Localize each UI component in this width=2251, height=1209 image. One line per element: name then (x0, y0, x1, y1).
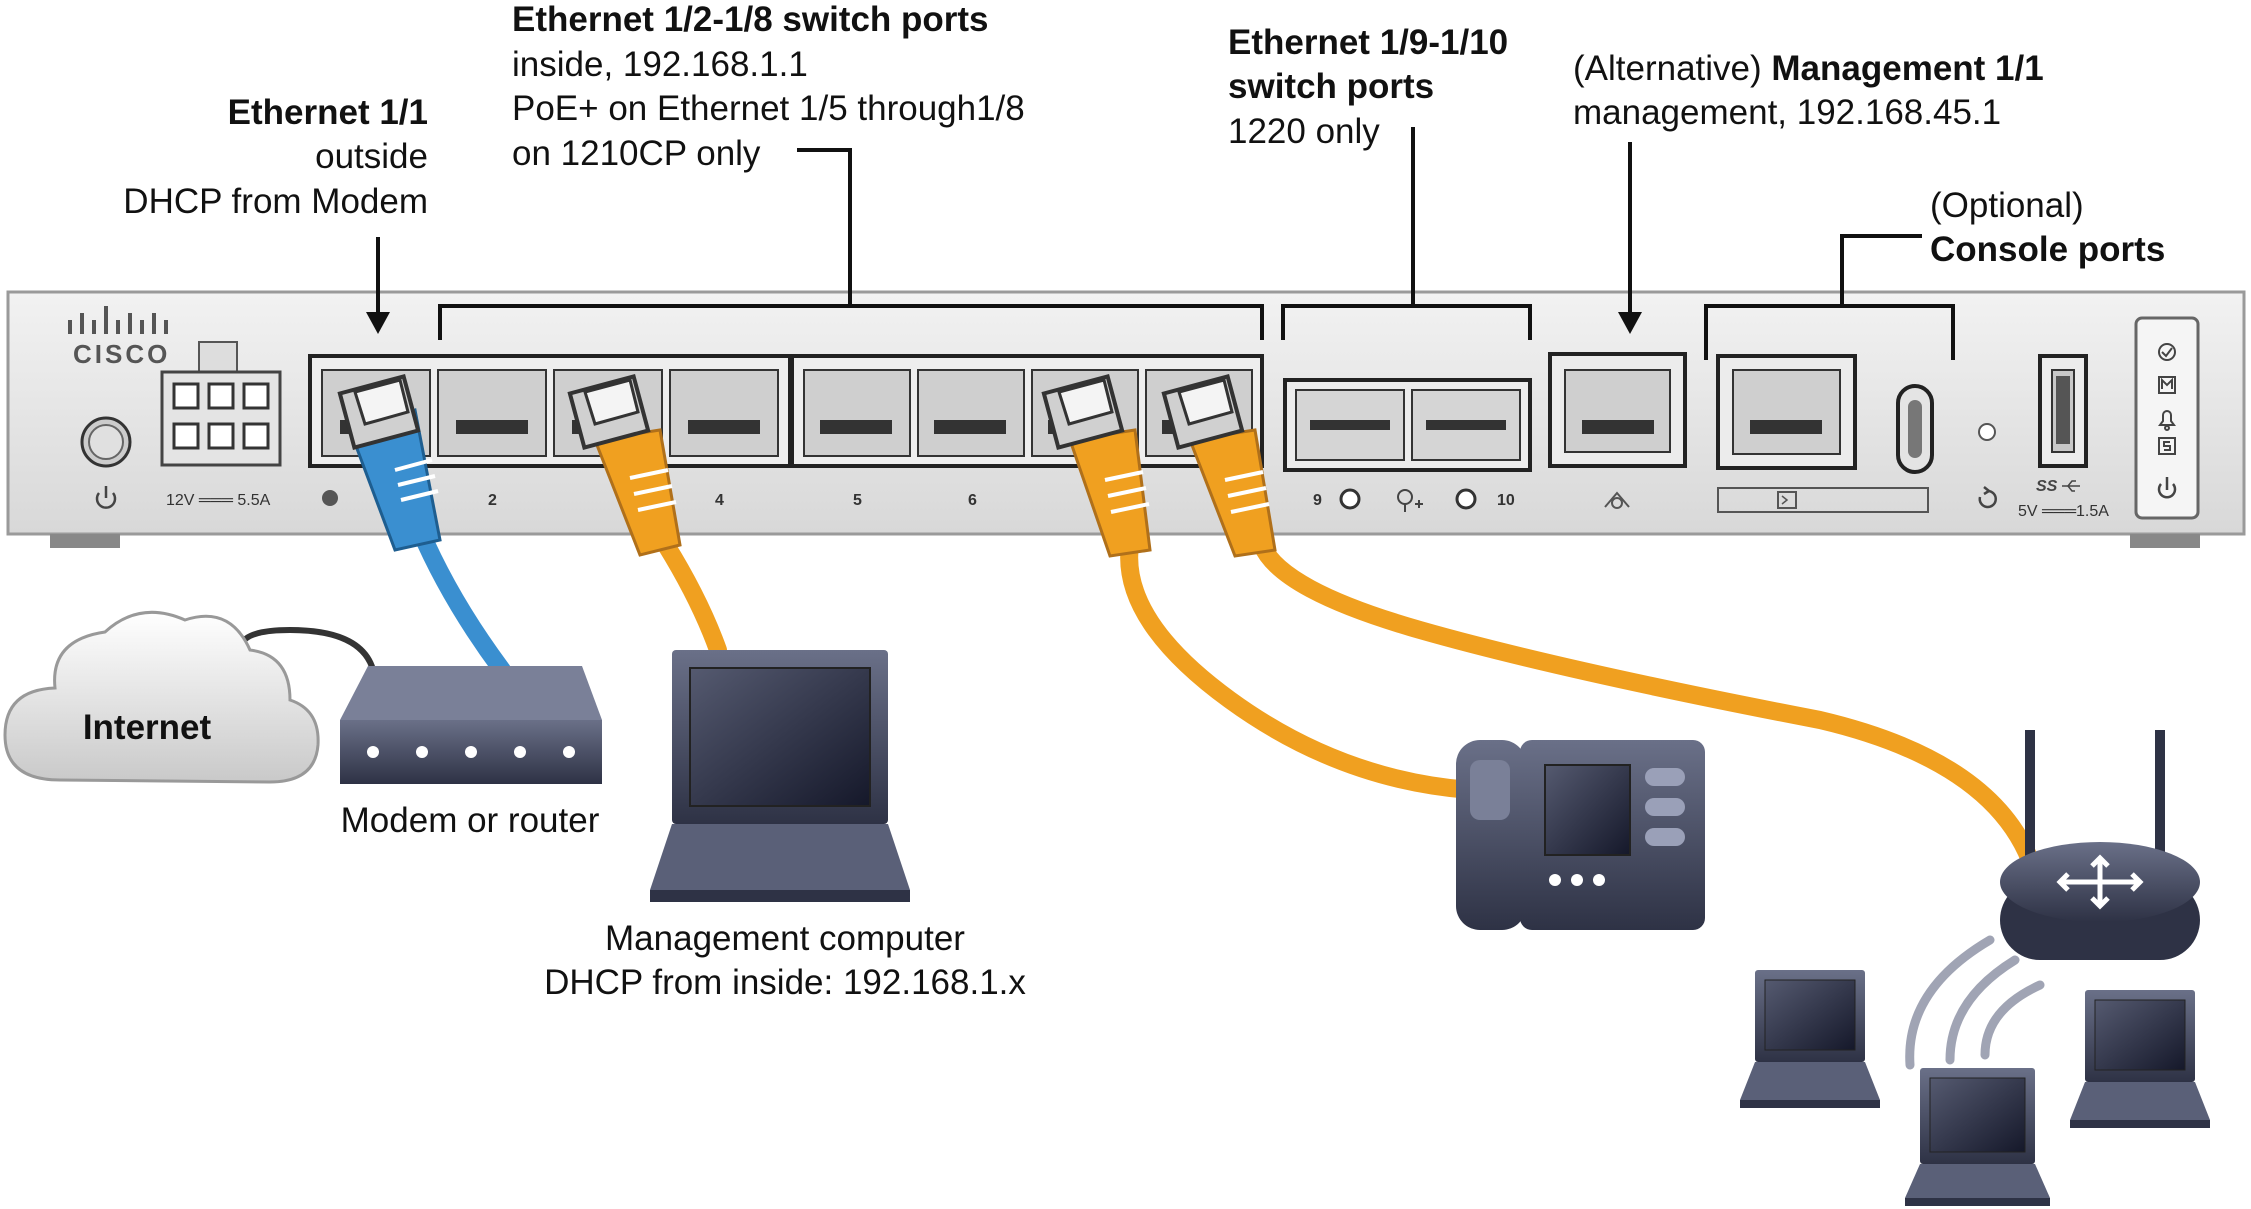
power-rating: 12V ═══ 5.5A (166, 492, 271, 509)
ethernet-1-9-1-10-model: 1220 only (1228, 112, 1380, 151)
label-ethernet-1-1: Ethernet 1/1 outside DHCP from Modem (123, 93, 428, 221)
console-optional: (Optional) (1930, 186, 2084, 225)
wireless-laptop-bottom-icon (1905, 1068, 2050, 1206)
console-symbol-icon (1777, 491, 1797, 509)
management-symbol-icon (1604, 491, 1630, 509)
status-power-icon (2157, 477, 2177, 499)
blue-plug (337, 373, 442, 552)
ethernet-1-2-1-8-inside: inside, 192.168.1.1 (512, 45, 808, 84)
label-console: (Optional) Console ports (1930, 186, 2165, 269)
poe-symbol-icon (1397, 489, 1423, 512)
label-ethernet-1-9-1-10: Ethernet 1/9-1/10 switch ports 1220 only (1228, 23, 1508, 151)
usb-superspeed-label: SS (2036, 478, 2058, 495)
status-storage-icon (2158, 437, 2176, 455)
management-laptop-icon (650, 650, 910, 902)
ethernet-1-2-1-8-poe: PoE+ on Ethernet 1/5 through1/8 (512, 89, 1025, 128)
wireless-signal-icon (1905, 935, 2045, 1070)
wireless-router-icon (2000, 730, 2200, 960)
port-1-symbol-icon (322, 490, 338, 506)
port-number-5: 5 (853, 492, 862, 509)
orange-plug-port-7 (1041, 373, 1152, 558)
status-led-panel (2134, 316, 2200, 520)
callout-lines (376, 127, 1955, 360)
port-number-4: 4 (715, 492, 724, 509)
port-number-9: 9 (1313, 492, 1322, 509)
modem-router-icon (340, 666, 602, 784)
reset-button-icon[interactable] (1978, 423, 1996, 441)
port-9-led-icon (1339, 488, 1361, 510)
console-title: Console ports (1930, 230, 2165, 269)
management-address: management, 192.168.45.1 (1573, 93, 2001, 132)
wireless-laptop-left-icon (1740, 970, 1880, 1108)
power-button-icon[interactable] (80, 416, 132, 468)
usb-a-port (2038, 354, 2088, 468)
reset-symbol-icon (1978, 486, 1997, 509)
usb-rating: 5V ═══1.5A (2018, 503, 2109, 520)
sfp-ports-9-10 (1283, 378, 1532, 472)
ethernet-1-1-title: Ethernet 1/1 (228, 93, 428, 132)
usb-symbol-icon (2062, 480, 2080, 492)
management-computer-dhcp-label: DHCP from inside: 192.168.1.x (544, 963, 1026, 1002)
console-usbc-port (1896, 384, 1934, 474)
management-computer-label: Management computer (605, 919, 965, 958)
ip-phone-icon (1456, 740, 1705, 930)
ethernet-1-9-1-10-switch-ports: switch ports (1228, 67, 1434, 106)
status-manager-icon (2158, 376, 2176, 394)
label-ethernet-1-2-1-8: Ethernet 1/2-1/8 switch ports inside, 19… (512, 0, 1025, 173)
inside-cables (657, 536, 2039, 869)
internet-label: Internet (83, 708, 212, 747)
label-management: (Alternative) Management 1/1 management,… (1573, 49, 2044, 132)
outside-cable (411, 521, 511, 679)
status-alarm-bell-icon (2158, 410, 2176, 431)
power-connector (160, 341, 282, 467)
port-number-6: 6 (968, 492, 977, 509)
management-port (1548, 352, 1687, 468)
port-number-2: 2 (488, 492, 497, 509)
ethernet-1-2-1-8-model: on 1210CP only (512, 134, 761, 173)
svg-text:CISCO: CISCO (73, 339, 170, 369)
management-title: (Alternative) Management 1/1 (1573, 49, 2044, 88)
orange-plug-port-8 (1161, 373, 1277, 558)
wireless-laptop-right-icon (2070, 990, 2210, 1128)
modem-label: Modem or router (341, 801, 600, 840)
status-check-icon (2158, 343, 2176, 361)
cisco-logo-icon: CISCO (68, 306, 170, 369)
ethernet-1-1-outside: outside (315, 137, 428, 176)
orange-plug-port-3 (567, 373, 682, 557)
console-label-box (1717, 487, 1929, 513)
internet-cloud-icon (3, 610, 320, 784)
ethernet-1-9-1-10-title: Ethernet 1/9-1/10 (1228, 23, 1508, 62)
port-10-led-icon (1455, 488, 1477, 510)
port-number-10: 10 (1497, 492, 1515, 509)
arrow-heads (366, 312, 1642, 334)
ethernet-1-1-dhcp: DHCP from Modem (123, 182, 428, 221)
console-rj45-port (1716, 354, 1857, 470)
power-symbol-icon (95, 486, 117, 509)
firewall-chassis: CISCO 12V ═══ 5.5A (6, 290, 2246, 548)
ethernet-1-2-1-8-title: Ethernet 1/2-1/8 switch ports (512, 0, 989, 39)
